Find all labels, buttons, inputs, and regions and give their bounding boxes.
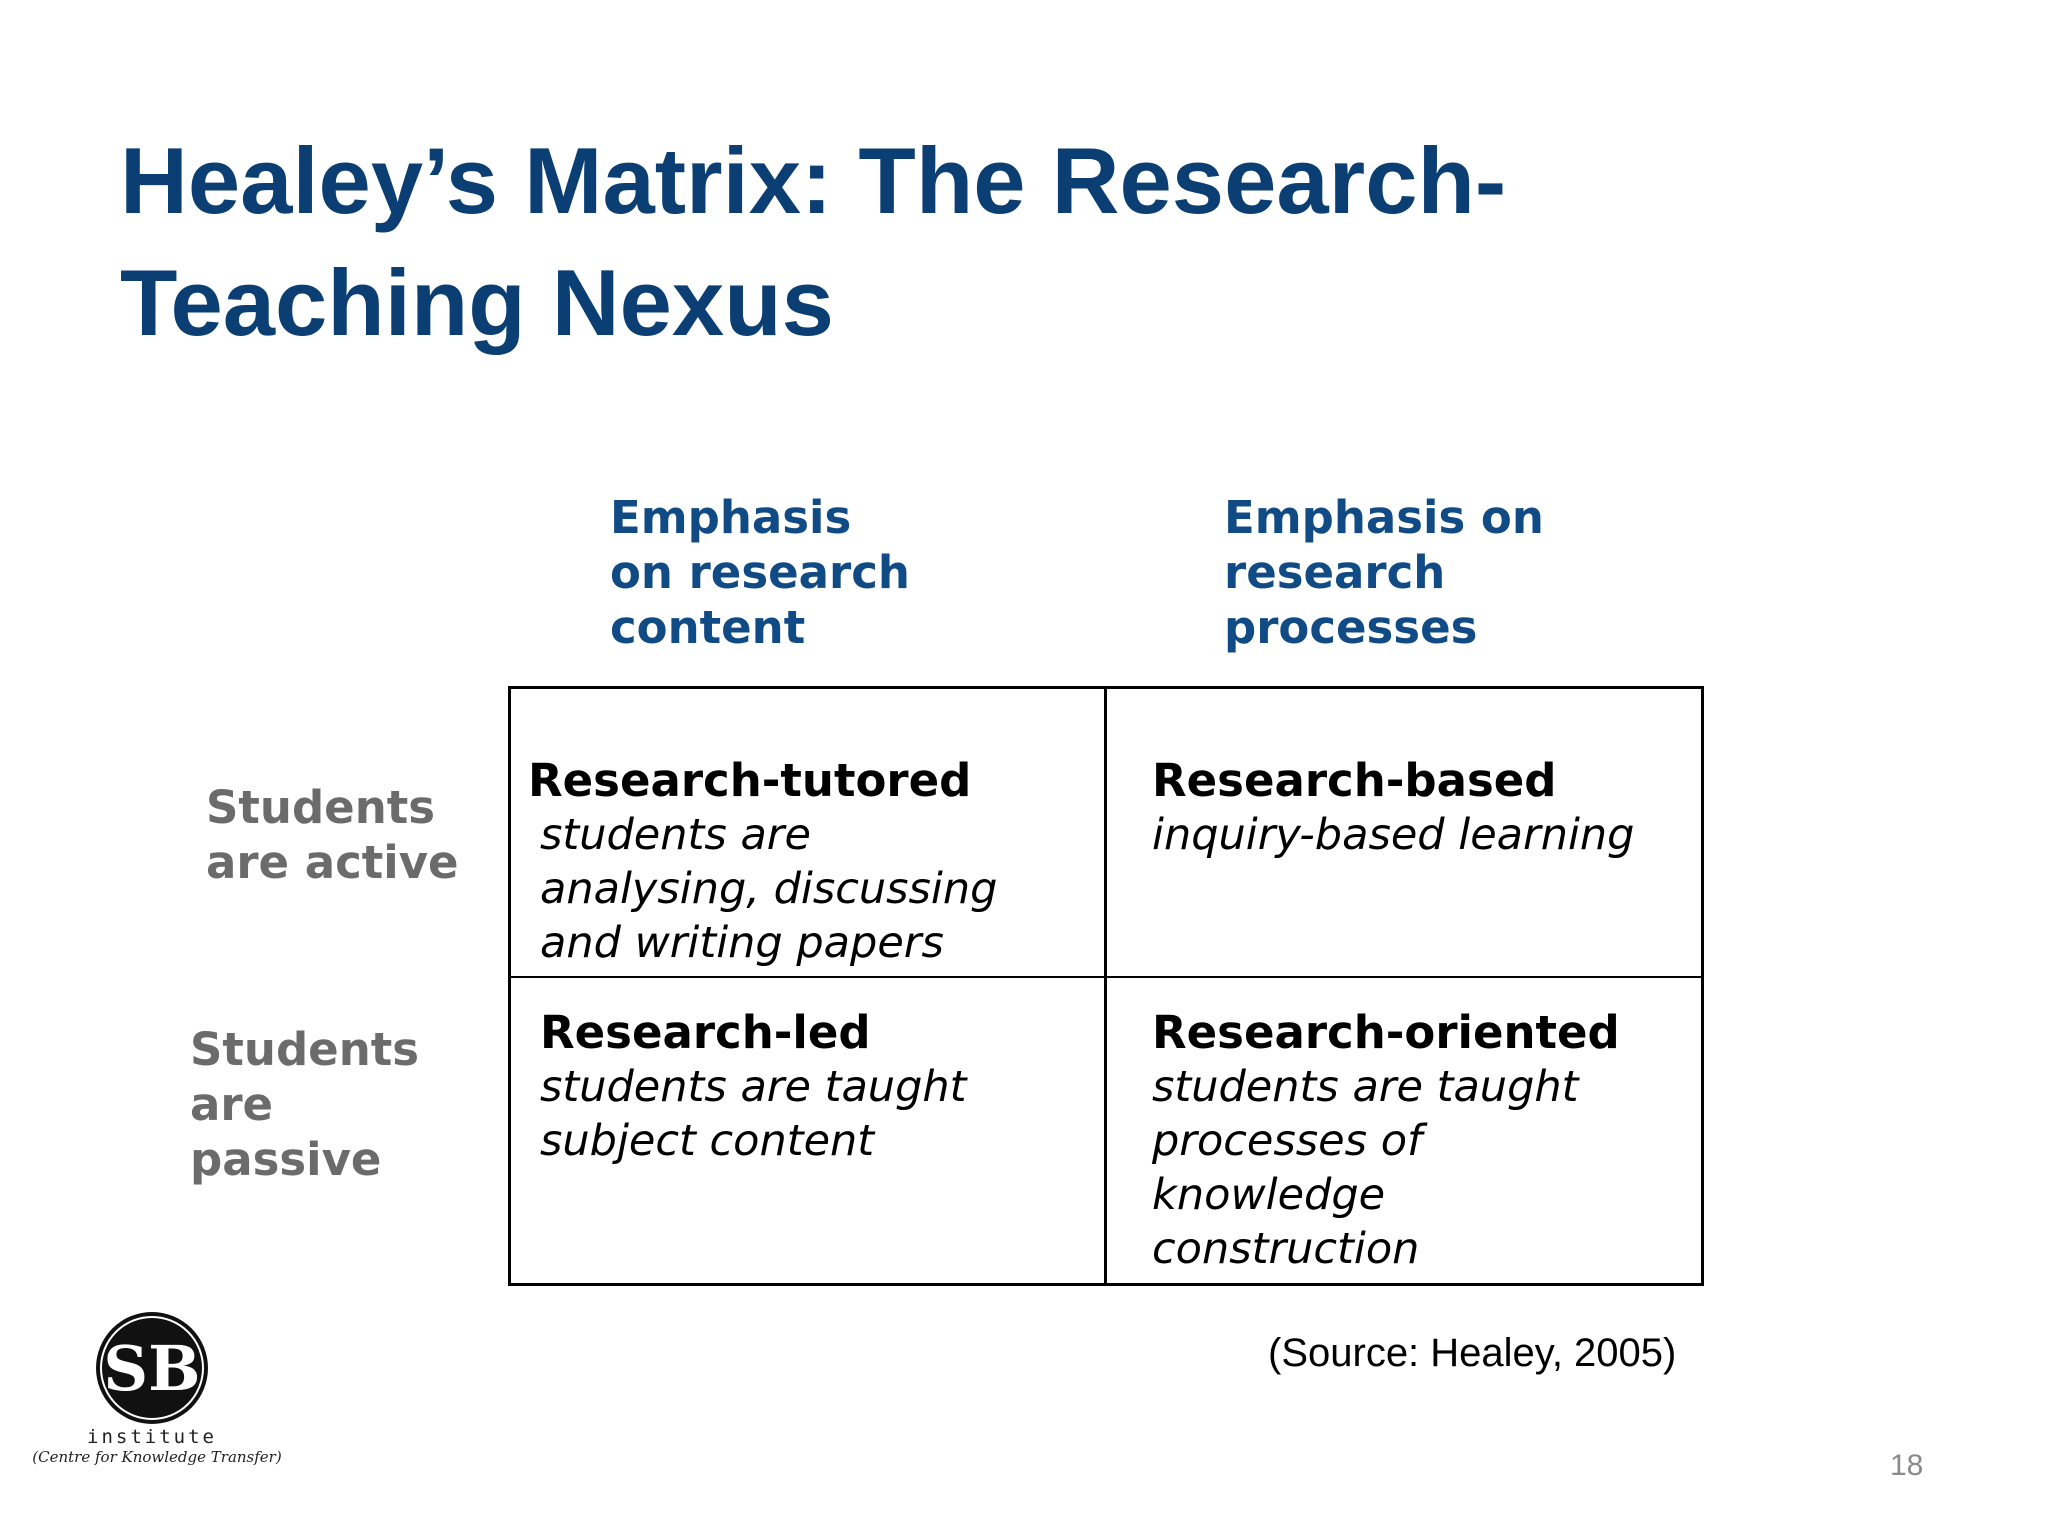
logo-monogram: SB [103, 1332, 200, 1405]
column-header-line: research [1224, 546, 1446, 599]
cell-description-line: processes of [1152, 1116, 1423, 1166]
matrix-horizontal-divider [508, 976, 1704, 978]
row-header-students-active: Students are active [206, 780, 459, 890]
cell-title: Research-oriented [1152, 1006, 1620, 1059]
sb-institute-logo: SB institute (Centre for Knowledge Trans… [32, 1312, 282, 1472]
page-number: 18 [1890, 1449, 1924, 1482]
cell-title: Research-led [540, 1006, 871, 1059]
cell-title: Research-tutored [528, 754, 972, 807]
row-header-students-passive: Students are passive [190, 1022, 419, 1187]
row-header-line: are active [206, 836, 459, 889]
cell-description-line: construction [1152, 1224, 1420, 1274]
sb-monogram-icon: SB [96, 1312, 208, 1424]
row-header-line: Students [206, 781, 436, 834]
row-header-line: passive [190, 1133, 382, 1186]
cell-description-line: students are [540, 810, 811, 860]
cell-research-based: Research-based inquiry-based learning [1152, 754, 1692, 862]
cell-description-line: knowledge [1152, 1170, 1386, 1220]
cell-description-line: subject content [540, 1116, 875, 1166]
cell-description-line: analysing, discussing [540, 864, 998, 914]
source-citation: (Source: Healey, 2005) [1268, 1331, 1677, 1375]
cell-research-led: Research-led students are taught subject… [540, 1006, 1080, 1168]
row-header-line: Students [190, 1023, 420, 1076]
cell-research-tutored: Research-tutored students are analysing,… [528, 754, 1088, 970]
logo-word: institute [87, 1426, 217, 1448]
slide-title-line-2: Teaching Nexus [120, 250, 834, 355]
cell-description-line: students are taught [1152, 1062, 1579, 1112]
column-header-line: processes [1224, 601, 1478, 654]
column-header-research-processes: Emphasis on research processes [1224, 490, 1544, 655]
column-header-line: content [610, 601, 806, 654]
column-header-line: Emphasis [610, 491, 852, 544]
logo-tagline: (Centre for Knowledge Transfer) [32, 1448, 282, 1466]
slide-title: Healey’s Matrix: The Research- Teaching … [120, 120, 1520, 364]
cell-title: Research-based [1152, 754, 1557, 807]
column-header-research-content: Emphasis on research content [610, 490, 910, 655]
cell-description-line: students are taught [540, 1062, 967, 1112]
slide-title-line-1: Healey’s Matrix: The Research- [120, 128, 1507, 233]
cell-research-oriented: Research-oriented students are taught pr… [1152, 1006, 1692, 1276]
column-header-line: on research [610, 546, 910, 599]
matrix-vertical-divider [1104, 686, 1107, 1286]
cell-description-line: inquiry-based learning [1152, 810, 1635, 860]
matrix-grid [508, 686, 1704, 1286]
cell-description-line: and writing papers [540, 918, 944, 968]
column-header-line: Emphasis on [1224, 491, 1544, 544]
row-header-line: are [190, 1078, 274, 1131]
